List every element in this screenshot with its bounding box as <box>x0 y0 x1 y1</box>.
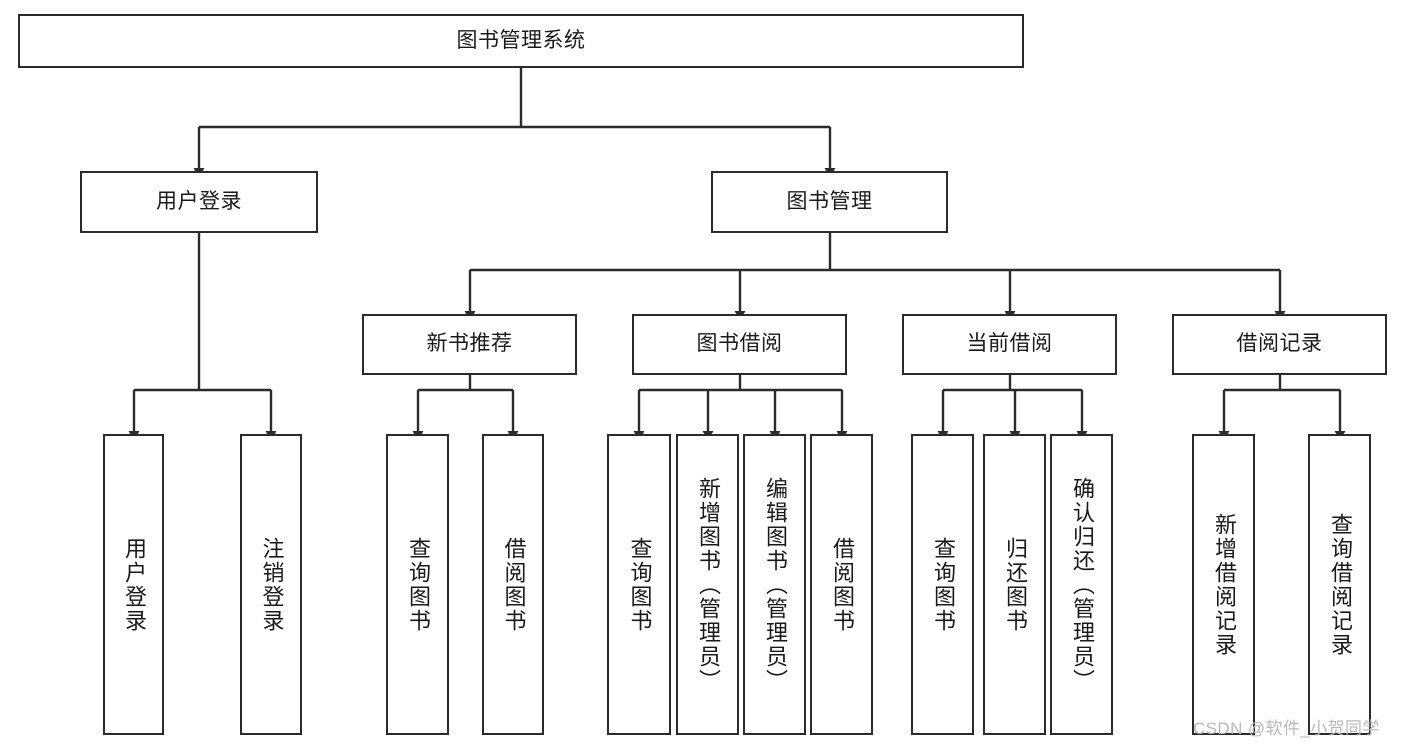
watermark-label: CSDN @软件_小贺同学 <box>1193 719 1380 738</box>
node-l3_0[interactable]: 新书推荐 <box>362 314 577 375</box>
node-label: 归还图书 <box>1002 536 1028 633</box>
node-label: 新书推荐 <box>426 332 513 356</box>
node-label: 新增图书（管理员） <box>695 476 721 693</box>
node-label: 新增借阅记录 <box>1211 512 1237 657</box>
node-label: 用户登录 <box>156 189 242 213</box>
node-leaf_11[interactable]: 新增借阅记录 <box>1192 434 1255 735</box>
node-l3_1[interactable]: 图书借阅 <box>632 314 847 375</box>
node-l2_1[interactable]: 图书管理 <box>711 171 948 233</box>
node-leaf_4[interactable]: 查询图书 <box>607 434 671 735</box>
node-label: 编辑图书（管理员） <box>762 476 788 693</box>
node-leaf_9[interactable]: 归还图书 <box>983 434 1046 735</box>
node-label: 借阅图书 <box>501 536 527 633</box>
node-label: 查询借阅记录 <box>1327 512 1353 657</box>
node-leaf_12[interactable]: 查询借阅记录 <box>1308 434 1371 735</box>
node-label: 当前借阅 <box>966 332 1053 356</box>
node-label: 查询图书 <box>405 536 431 633</box>
node-label: 确认归还（管理员） <box>1069 476 1095 693</box>
node-leaf_0[interactable]: 用户登录 <box>103 434 164 735</box>
node-l3_2[interactable]: 当前借阅 <box>902 314 1117 375</box>
node-label: 借阅记录 <box>1236 332 1323 356</box>
node-leaf_7[interactable]: 借阅图书 <box>810 434 873 735</box>
node-l3_3[interactable]: 借阅记录 <box>1172 314 1387 375</box>
node-leaf_3[interactable]: 借阅图书 <box>482 434 544 735</box>
node-label: 图书管理系统 <box>456 28 586 52</box>
node-label: 用户登录 <box>121 536 147 633</box>
node-leaf_1[interactable]: 注销登录 <box>240 434 302 735</box>
node-label: 图书借阅 <box>696 332 783 356</box>
node-leaf_10[interactable]: 确认归还（管理员） <box>1050 434 1113 735</box>
node-root[interactable]: 图书管理系统 <box>18 14 1024 68</box>
node-l2_0[interactable]: 用户登录 <box>80 171 318 233</box>
tree-connectors <box>128 68 1346 440</box>
node-leaf_8[interactable]: 查询图书 <box>911 434 974 735</box>
node-label: 图书管理 <box>786 189 873 213</box>
node-leaf_2[interactable]: 查询图书 <box>386 434 449 735</box>
node-label: 查询图书 <box>930 536 956 633</box>
node-label: 借阅图书 <box>829 536 855 633</box>
node-label: 查询图书 <box>627 536 653 633</box>
node-label: 注销登录 <box>259 536 285 633</box>
node-leaf_6[interactable]: 编辑图书（管理员） <box>743 434 806 735</box>
node-leaf_5[interactable]: 新增图书（管理员） <box>676 434 739 735</box>
